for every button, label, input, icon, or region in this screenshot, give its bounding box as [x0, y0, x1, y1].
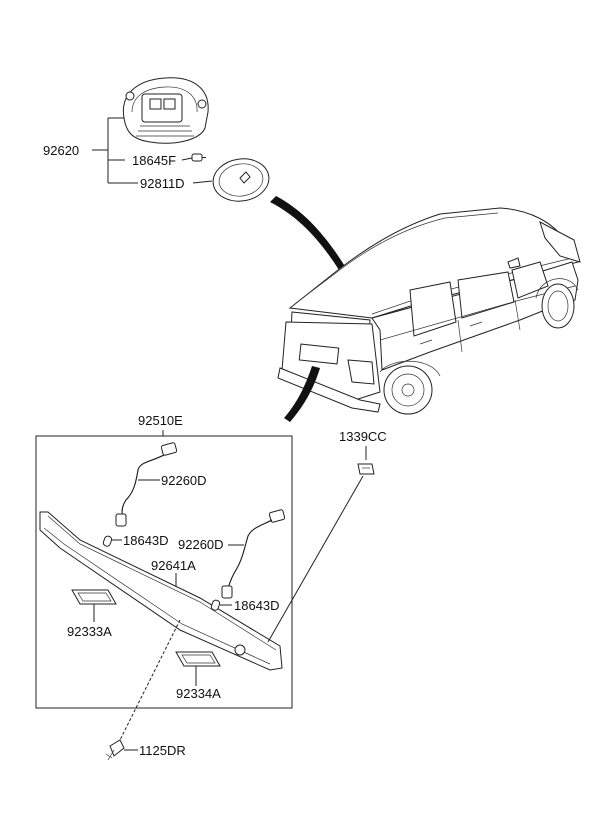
label-18645f: 18645F [132, 153, 176, 168]
label-92260d-right: 92260D [178, 537, 224, 552]
kit-box [35, 435, 293, 709]
license-lamp-left [71, 589, 117, 605]
screw-1125dr [105, 739, 125, 761]
socket-right [210, 599, 221, 611]
label-1339cc: 1339CC [339, 429, 387, 444]
bracket-92620 [92, 117, 213, 184]
label-18643d-upper: 18643D [123, 533, 169, 548]
pointer-to-kit [284, 366, 320, 422]
wire-harness-right [221, 509, 286, 599]
vehicle-illustration [277, 207, 581, 415]
bulb-18645f [191, 153, 206, 162]
wire-harness-upper [115, 442, 178, 527]
socket-upper [102, 535, 113, 547]
label-92334a: 92334A [176, 686, 221, 701]
dome-lamp-housing [122, 77, 209, 144]
label-18643d-right: 18643D [234, 598, 280, 613]
label-92333a: 92333A [67, 624, 112, 639]
label-92510e: 92510E [138, 413, 183, 428]
label-92620: 92620 [43, 143, 79, 158]
label-92811d: 92811D [140, 176, 185, 191]
clip-1339cc [357, 463, 375, 475]
label-1125dr: 1125DR [139, 743, 186, 758]
lens-92811d [212, 158, 270, 202]
label-92641a: 92641A [151, 558, 196, 573]
license-lamp-right [175, 651, 221, 667]
garnish-92641a [39, 511, 283, 671]
label-92260d-upper: 92260D [161, 473, 207, 488]
